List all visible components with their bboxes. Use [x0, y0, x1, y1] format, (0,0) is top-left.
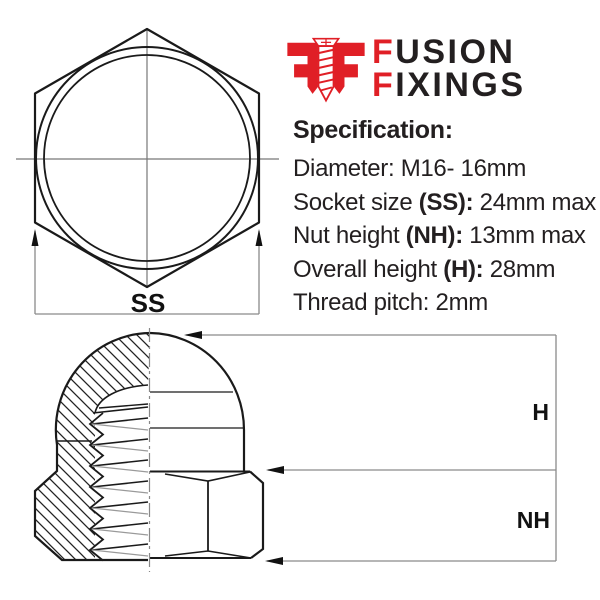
up-arrow-icon: [255, 229, 263, 246]
spec-row: Thread pitch: 2mm: [293, 286, 596, 320]
spec-text-segment: 28mm: [483, 255, 556, 283]
left-arrow-icon: [266, 466, 284, 474]
dimension-label-h: H: [532, 399, 549, 425]
specification-heading: Specification:: [293, 116, 453, 144]
spec-row: Nut height (NH): 13mm max: [293, 219, 596, 253]
spec-row: Socket size (SS): 24mm max: [293, 186, 596, 220]
dome-nut-section-drawing: H NH: [33, 328, 557, 572]
fusion-fixings-logo-icon: [287, 37, 365, 103]
ss-dimension: SS: [31, 229, 263, 318]
brand-rest: USION: [395, 33, 516, 71]
spec-text-segment: (SS):: [418, 188, 474, 216]
dimension-label-ss: SS: [131, 288, 166, 318]
hex-nut-top-view-drawing: SS: [16, 27, 279, 318]
brand-wordmark: FUSION FIXINGS: [372, 33, 526, 104]
double-f-icon: [287, 42, 365, 94]
brand-initial: F: [372, 66, 396, 104]
spec-text-segment: (H):: [443, 255, 484, 283]
hexagon-outline: [33, 27, 261, 289]
spec-text-segment: Socket size: [293, 188, 419, 216]
spec-text-segment: 13mm max: [462, 222, 586, 249]
brand-line-1: FUSION: [372, 33, 526, 71]
left-arrow-icon: [184, 331, 202, 339]
brand-line-2: FIXINGS: [372, 66, 526, 104]
internal-thread: [88, 412, 149, 562]
section-right-profile: [149, 331, 265, 559]
up-arrow-icon: [31, 229, 39, 246]
screw-icon: [311, 37, 341, 103]
chamfer-inner-circle: [43, 54, 251, 262]
socket-outer-circle: [35, 46, 259, 270]
spec-text-segment: Nut height: [293, 222, 406, 249]
spec-row: Overall height (H): 28mm: [293, 253, 596, 287]
spec-text-segment: 24mm max: [473, 188, 597, 216]
spec-row: Diameter: M16- 16mm: [293, 152, 596, 186]
spec-text-segment: Overall height: [293, 255, 444, 283]
dimension-label-nh: NH: [517, 507, 550, 533]
left-arrow-icon: [265, 557, 283, 565]
spec-text-segment: Diameter: M16- 16mm: [293, 155, 527, 182]
spec-text-segment: (NH):: [405, 222, 463, 249]
brand-rest: IXINGS: [395, 66, 526, 104]
section-left-profile: [33, 331, 151, 562]
brand-initial: F: [372, 33, 396, 71]
height-dimensions: H NH: [184, 331, 557, 565]
centerlines: [16, 28, 279, 288]
spec-text-segment: Thread pitch: 2mm: [293, 289, 488, 316]
